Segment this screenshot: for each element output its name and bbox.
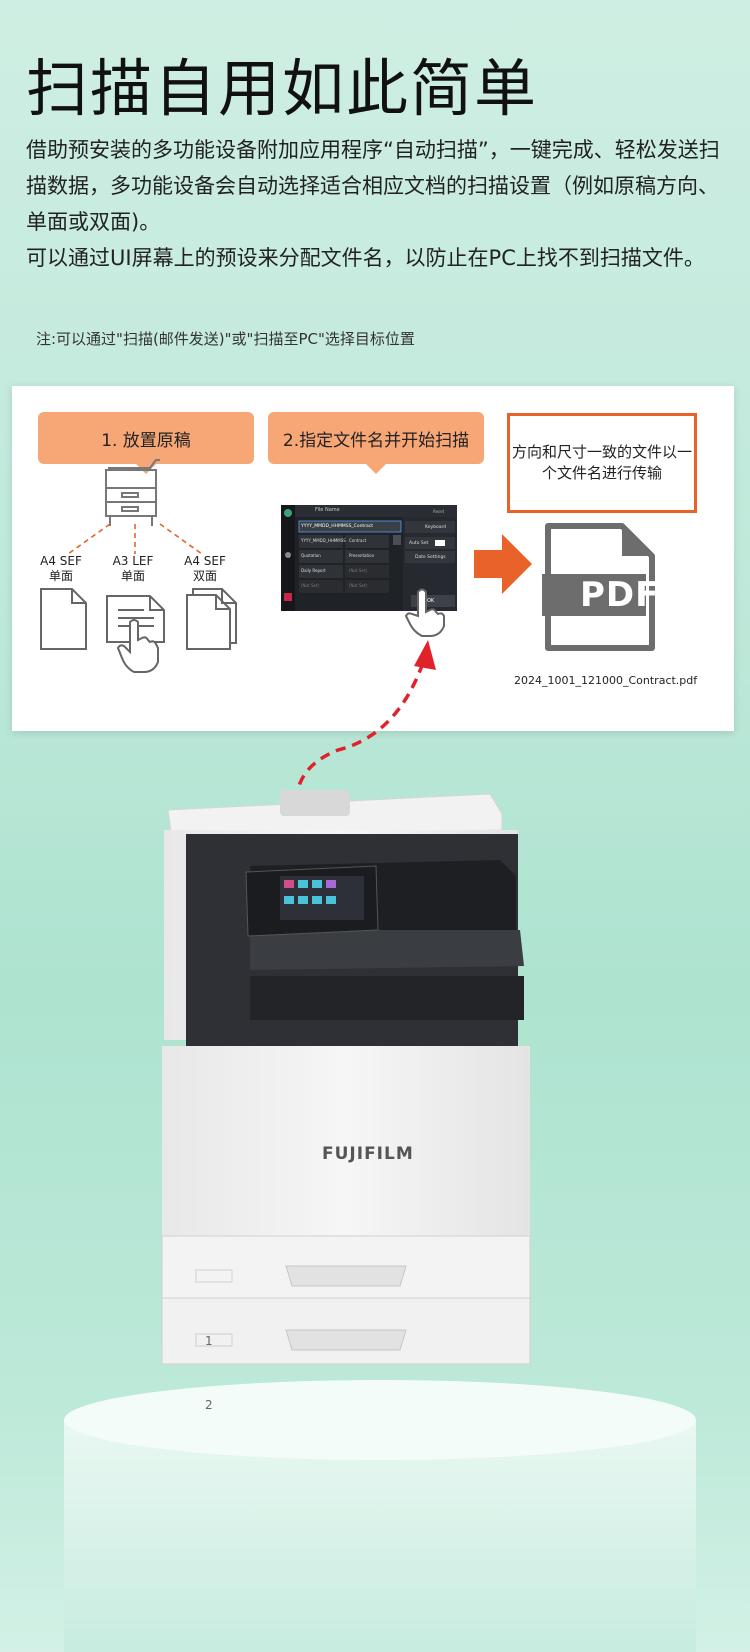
filename-input[interactable]: YYYY_MMDD_HHMMSS_Contract — [301, 524, 374, 529]
step-place-original: 1. 放置原稿 — [38, 412, 254, 474]
document-landscape-hand-icon — [106, 595, 165, 673]
document-duplex-icon — [186, 588, 237, 650]
page-title: 扫描自用如此简单 — [26, 52, 539, 125]
doc-label-a3-simplex: A3 LEF 单面 — [98, 554, 168, 584]
tray-2-label: 2 — [205, 1398, 213, 1412]
tap-hand-icon — [404, 588, 445, 637]
doc-size: A4 SEF — [184, 554, 226, 568]
copier-connector-lines — [67, 523, 203, 555]
option-quotation[interactable]: Quotation — [301, 553, 321, 558]
screen-frame — [281, 505, 457, 611]
brand-logo: FUJIFILM — [322, 1144, 414, 1164]
destination-note: 注:可以通过"扫描(邮件发送)"或"扫描至PC"选择目标位置 — [36, 330, 415, 348]
screen-reset[interactable]: Reset — [433, 509, 445, 514]
doc-label-a4-duplex: A4 SEF 双面 — [170, 554, 240, 584]
doc-side: 单面 — [48, 569, 73, 583]
workflow-diagram: 1. 放置原稿 2.指定文件名并开始扫描 方向和尺寸一致的文件以一个文件名进行传… — [12, 386, 734, 731]
output-filename: 2024_1001_121000_Contract.pdf — [514, 674, 698, 687]
option-date[interactable]: YYYY_MMDD_HHMMSS — [301, 538, 346, 543]
pdf-label: PDF — [580, 575, 660, 615]
doc-side: 双面 — [192, 569, 217, 583]
printer-illustration — [161, 790, 531, 1365]
pdf-file-icon — [542, 523, 655, 651]
doc-side: 单面 — [120, 569, 145, 583]
option-daily-report[interactable]: Daily Report — [301, 568, 326, 573]
ok-button[interactable]: OK — [427, 598, 435, 604]
auto-set-toggle[interactable]: Auto Set — [409, 541, 429, 546]
screen-header: File Name — [315, 507, 340, 513]
keyboard-button[interactable]: Keyboard — [425, 525, 447, 530]
date-settings-button[interactable]: Date Settings — [415, 555, 446, 560]
option-not-set[interactable]: (Not Set) — [349, 568, 367, 573]
option-not-set[interactable]: (Not Set) — [349, 583, 367, 588]
description: 借助预安装的多功能设备附加应用程序“自动扫描”，一键完成、轻松发送扫描数据，多功… — [26, 132, 726, 276]
copier-icon — [105, 459, 160, 526]
description-paragraph-2: 可以通过UI屏幕上的预设来分配文件名，以防止在PC上找不到扫描文件。 — [26, 246, 705, 270]
option-contract[interactable]: Contract — [349, 538, 367, 543]
file-name-screen: File Name Reset YYYY_MMDD_HHMMSS_Contrac… — [281, 505, 457, 611]
doc-size: A4 SEF — [40, 554, 82, 568]
pedestal — [64, 1380, 696, 1652]
doc-size: A3 LEF — [112, 554, 154, 568]
document-portrait-icon — [40, 588, 87, 650]
outcome-box: 方向和尺寸一致的文件以一个文件名进行传输 — [507, 413, 697, 513]
step-specify-filename: 2.指定文件名并开始扫描 — [268, 412, 484, 474]
tray-1-label: 1 — [205, 1334, 213, 1348]
dashed-arrow-icon — [294, 640, 436, 819]
doc-label-a4-simplex: A4 SEF 单面 — [26, 554, 96, 584]
option-not-set[interactable]: (Not Set) — [301, 583, 319, 588]
description-paragraph-1: 借助预安装的多功能设备附加应用程序“自动扫描”，一键完成、轻松发送扫描数据，多功… — [26, 138, 720, 234]
arrow-right-icon — [474, 534, 532, 594]
option-presentation[interactable]: Presentation — [349, 553, 375, 558]
